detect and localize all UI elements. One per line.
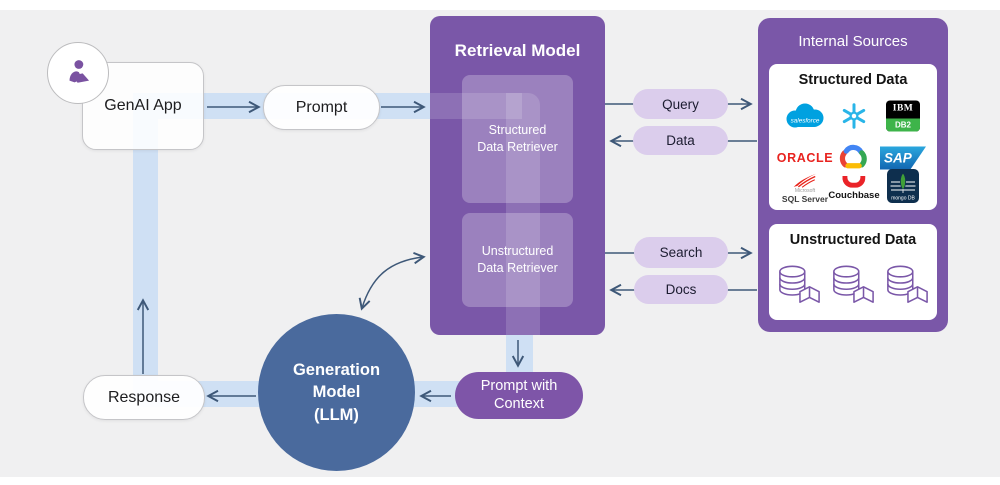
prompt-node: Prompt [263,85,380,130]
retrieval-model-title: Retrieval Model [454,41,581,60]
logo-oracle: ORACLE [777,152,833,165]
generation-model-node: Generation Model (LLM) [258,314,415,471]
flow-overlay-vertical [506,93,540,335]
query-label: Query [662,96,699,112]
unstructured-data-title: Unstructured Data [789,232,917,248]
generation-model-label: Generation Model (LLM) [292,361,381,424]
genai-app-node: GenAI App [82,62,204,150]
logo-sap: SAP [880,146,926,170]
document-store-icons [769,262,937,306]
database-book-icon [833,265,874,303]
unstructured-retriever-label: Unstructured Data Retriever [477,244,558,275]
internal-sources-box: Internal Sources Structured Data salesfo… [758,18,948,332]
sap-icon: SAP [880,146,926,170]
microsoft-wordmark: Microsoft [794,187,816,194]
database-book-icon [887,265,928,303]
ibm-wordmark: IBM [892,103,914,114]
unstructured-data-retriever: Unstructured Data Retriever [462,213,573,307]
search-pill: Search [634,237,728,268]
user-avatar [47,42,109,104]
prompt-label: Prompt [295,98,348,116]
structured-data-card: Structured Data salesforce [769,64,937,210]
db2-wordmark: DB2 [886,118,920,132]
ibm-db2-icon: IBM DB2 [886,100,920,132]
prompt-with-context-node: Prompt with Context [455,372,583,419]
oracle-wordmark: ORACLE [776,150,834,165]
person-laptop-icon [69,60,90,83]
search-label: Search [659,245,703,260]
docs-label: Docs [665,282,697,297]
sql-server-wordmark: SQL Server [781,193,829,204]
couchbase-icon [842,175,866,188]
logo-salesforce: salesforce [782,100,828,132]
salesforce-cloud-icon: salesforce [786,103,824,128]
data-label: Data [666,133,695,148]
database-book-icon [779,265,820,303]
structured-data-retriever: Structured Data Retriever [462,75,573,203]
response-node: Response [83,375,205,420]
snowflake-icon [842,103,866,129]
sql-server-icon [793,173,817,188]
mongodb-wordmark: mongo DB [891,196,915,202]
prompt-with-context-label: Prompt with Context [480,378,558,412]
response-label: Response [107,388,181,406]
logo-couchbase: Couchbase [828,175,880,201]
structured-data-title: Structured Data [798,72,908,88]
couchbase-wordmark: Couchbase [828,189,880,201]
response-flow-band-vertical [133,105,158,401]
data-pill: Data [633,126,728,155]
genai-app-label: GenAI App [104,97,182,114]
structured-retriever-label: Structured Data Retriever [477,123,558,154]
flow-overlay-horizontal [430,93,522,119]
logo-google-cloud [835,144,873,172]
query-pill: Query [633,89,728,119]
logo-sql-server: Microsoft SQL Server [782,173,828,204]
docs-pill: Docs [634,275,728,304]
logo-snowflake [840,102,868,130]
internal-sources-title: Internal Sources [798,33,908,50]
unstructured-data-card: Unstructured Data [769,224,937,320]
mongodb-icon: mongo DB [887,169,919,203]
google-cloud-icon [839,144,867,169]
retrieval-model-box: Retrieval Model Structured Data Retrieve… [430,16,605,335]
salesforce-wordmark: salesforce [791,118,820,125]
logo-ibm-db2: IBM DB2 [886,100,920,132]
logo-mongodb: mongo DB [887,169,919,203]
